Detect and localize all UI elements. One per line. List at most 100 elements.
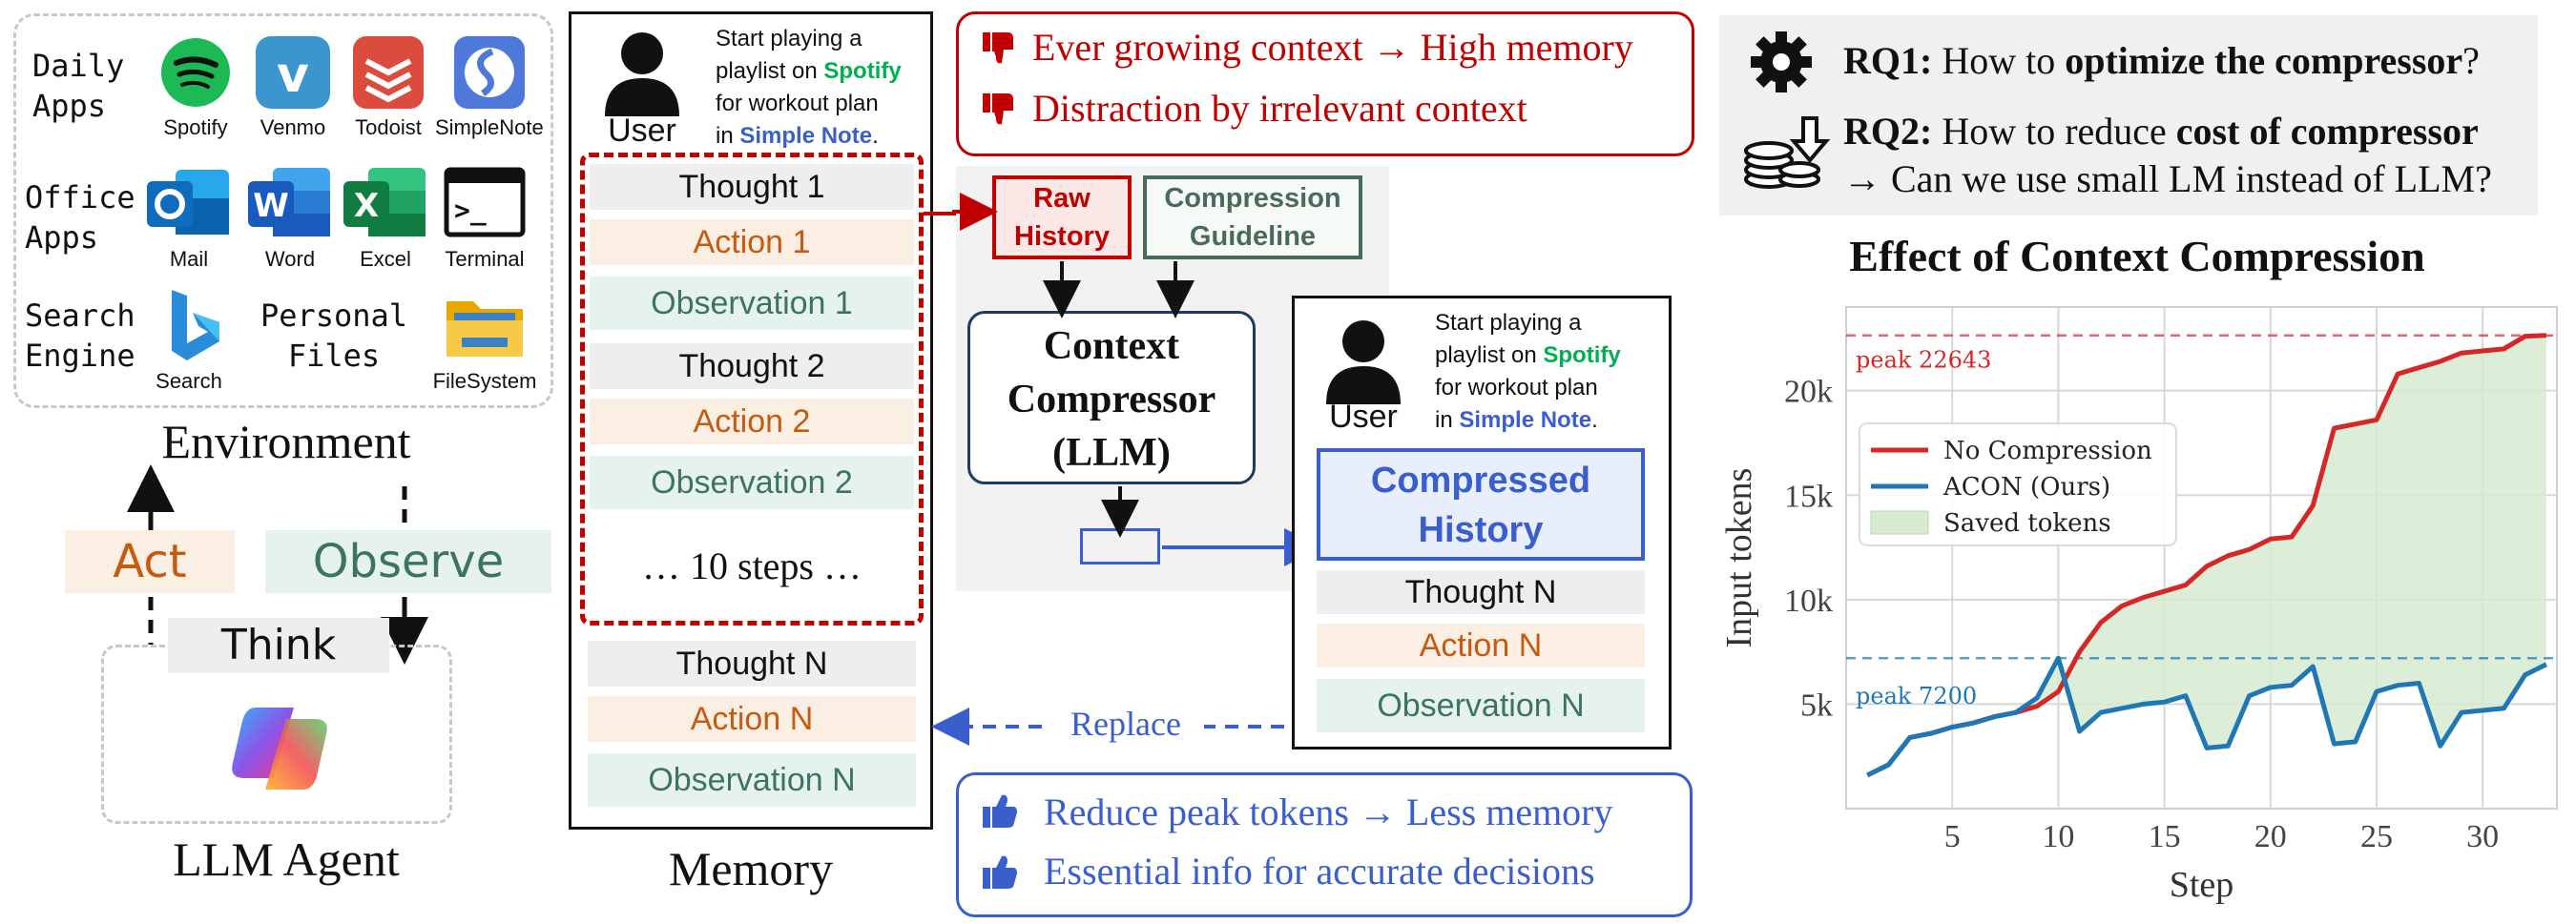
group-label-search-engine: Search Engine: [25, 298, 135, 374]
folder-icon: [447, 301, 523, 357]
x-tick-label: 10: [2042, 819, 2074, 854]
compression-guideline-box: Compression Guideline: [1143, 175, 1362, 259]
peak-label-no-compression: peak 22643: [1856, 347, 1991, 374]
group-label-office-apps: Office Apps: [25, 179, 135, 256]
app-venmo[interactable]: v Venmo: [250, 34, 336, 139]
app-label: Word: [264, 247, 316, 271]
memory-observation-1: Observation 1: [590, 277, 914, 330]
x-tick-label: 20: [2254, 819, 2287, 854]
thumbs-down-icon: [983, 93, 1013, 125]
memory-observation-n: Observation N: [588, 753, 916, 807]
raw-history-box: Raw History: [992, 175, 1132, 259]
app-terminal[interactable]: >_ Terminal: [437, 164, 532, 271]
compressed-action-n: Action N: [1317, 624, 1645, 667]
peak-label-acon: peak 7200: [1856, 683, 1977, 709]
act-label: Act: [65, 530, 235, 593]
app-label: Excel: [360, 247, 411, 271]
compressed-user-label: User: [1329, 399, 1398, 435]
user-icon: [1326, 320, 1401, 404]
y-axis-label: Input tokens: [1719, 468, 1759, 648]
task-text: Start playing a: [716, 26, 862, 51]
app-simplenote[interactable]: SimpleNote: [435, 34, 544, 139]
y-tick-label: 15k: [1784, 479, 1833, 514]
problem-memory: Ever growing context → High memory: [1032, 26, 1633, 69]
raw-history-region: [580, 153, 924, 626]
benefit-accuracy: Essential info for accurate decisions: [1044, 850, 1595, 893]
agent-title: LLM Agent: [173, 832, 400, 886]
memory-action-n: Action N: [588, 696, 916, 742]
agent-loop-arrows: [127, 464, 428, 665]
memory-thought-1: Thought 1: [590, 164, 914, 210]
task-text: for workout plan: [716, 91, 879, 116]
environment-title: Environment: [161, 415, 411, 468]
excel-icon: X: [343, 168, 426, 236]
copilot-logo: [232, 708, 327, 790]
task-spotify: Spotify: [823, 58, 902, 84]
app-label: Spotify: [163, 115, 228, 139]
rq2-label: RQ2:: [1843, 110, 1933, 153]
memory-user-task: Start playing a playlist on Spotify for …: [716, 23, 925, 153]
thumbs-down-icon: [983, 32, 1013, 64]
task-text: in: [1435, 407, 1460, 433]
x-tick-label: 15: [2149, 819, 2181, 854]
think-label: Think: [168, 618, 389, 673]
compressed-observation-n: Observation N: [1317, 679, 1645, 732]
flow-arrows: [924, 193, 1322, 746]
task-text: .: [1591, 407, 1598, 433]
legend-swatch: [1870, 510, 1929, 535]
bing-icon: [172, 290, 219, 360]
series-line-acon: [1866, 655, 2547, 778]
svg-text:X: X: [354, 187, 379, 225]
problems-box: [956, 11, 1694, 156]
group-label-daily-apps: Daily Apps: [32, 48, 125, 124]
task-text: Start playing a: [1435, 310, 1582, 336]
rq1-post: ?: [2462, 39, 2480, 82]
task-text: in: [716, 123, 740, 149]
app-label: Venmo: [260, 115, 326, 139]
legend-box: [1859, 422, 2177, 546]
simplenote-icon: [454, 36, 525, 109]
context-compressor-box: Context Compressor (LLM): [967, 311, 1256, 484]
svg-text:W: W: [253, 187, 289, 225]
environment-panel: [13, 13, 553, 408]
app-search[interactable]: Search: [143, 284, 235, 393]
rq2-pre: How to reduce: [1932, 110, 2176, 153]
task-text: playlist on: [716, 58, 824, 84]
word-icon: W: [248, 168, 330, 236]
saved-tokens-area: [1867, 335, 2546, 775]
memory-thought-2: Thought 2: [590, 343, 914, 389]
app-filesystem[interactable]: FileSystem: [427, 288, 542, 393]
app-todoist[interactable]: Todoist: [345, 34, 431, 139]
x-tick-label: 25: [2360, 819, 2393, 854]
memory-ellipsis: … 10 steps …: [642, 544, 862, 587]
compressed-user-task: Start playing a playlist on Spotify for …: [1435, 307, 1664, 437]
svg-text:v: v: [277, 47, 309, 104]
benefits-box: [956, 772, 1693, 917]
chart-title: Effect of Context Compression: [1849, 232, 2425, 280]
rq1-pre: How to: [1932, 39, 2066, 82]
rq1-label: RQ1:: [1843, 39, 1933, 82]
svg-text:>_: >_: [454, 195, 487, 226]
gear-icon: [1751, 31, 1812, 92]
legend-label: Saved tokens: [1943, 509, 2111, 538]
y-tick-label: 20k: [1784, 375, 1833, 410]
todoist-icon: [353, 36, 424, 109]
app-spotify[interactable]: Spotify: [153, 34, 239, 139]
observe-label: Observe: [265, 530, 551, 593]
compressed-history-box: Compressed History: [1317, 448, 1645, 561]
legend-label: ACON (Ours): [1942, 473, 2110, 502]
app-word[interactable]: W Word: [244, 164, 336, 271]
task-simplenote: Simple Note: [739, 123, 873, 149]
x-tick-label: 30: [2466, 819, 2499, 854]
app-mail[interactable]: Mail: [143, 164, 235, 271]
memory-title: Memory: [668, 842, 834, 895]
rq-panel: [1719, 15, 2538, 216]
rq2-line2: → Can we use small LM instead of LLM?: [1843, 157, 2492, 200]
app-label: Search: [156, 369, 222, 393]
task-text: .: [872, 123, 879, 149]
user-icon: [605, 32, 679, 116]
app-excel[interactable]: X Excel: [340, 164, 431, 271]
y-tick-label: 5k: [1800, 688, 1833, 723]
app-label: Todoist: [355, 115, 422, 139]
